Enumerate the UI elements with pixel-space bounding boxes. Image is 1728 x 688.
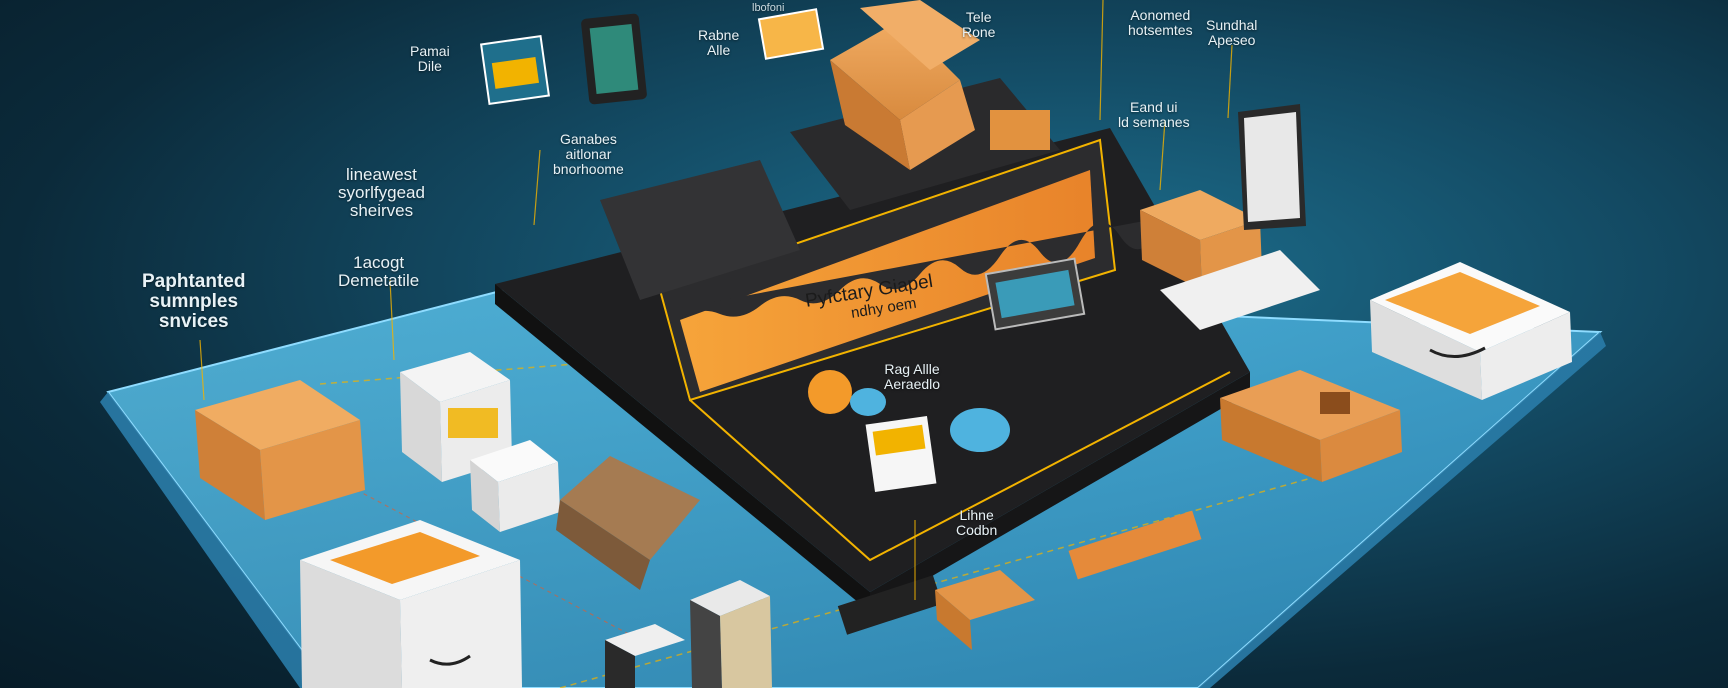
- label-rag-line2: Aeraedlo: [884, 376, 941, 392]
- label-lihne: Lihne Codbn: [956, 508, 997, 538]
- label-sundhal-line1: Sundhal: [1206, 17, 1258, 33]
- label-aonomed-line2: hotsemtes: [1128, 22, 1193, 38]
- label-sundhal: Sundhal Apeseo: [1206, 18, 1257, 48]
- label-rag-allle: Rag Allle Aeraedlo: [884, 362, 940, 392]
- label-rabne: Rabne Alle: [698, 28, 739, 58]
- label-sundhal-line2: Apeseo: [1207, 32, 1256, 48]
- label-eand-line1: Eand ui: [1130, 99, 1178, 115]
- label-tele-line1: Tele: [965, 9, 992, 25]
- small-boxes-bottom: [605, 580, 772, 688]
- label-pamai-line1: Pamai: [410, 43, 450, 59]
- label-rag-line1: Rag Allle: [884, 361, 940, 377]
- label-pamai: Pamai Dile: [410, 44, 450, 74]
- label-1acogt-line1: 1acogt: [353, 253, 405, 272]
- label-ganabes: Ganabes aitlonar bnorhoome: [553, 132, 624, 177]
- label-ganabes-line3: bnorhoome: [553, 161, 624, 177]
- label-ganabes-line2: aitlonar: [565, 146, 612, 162]
- box-stack-top: [830, 0, 1050, 170]
- label-eand-line2: ld semanes: [1118, 114, 1190, 130]
- label-pamai-line2: Dile: [417, 58, 442, 74]
- label-lihne-line1: Lihne: [959, 507, 994, 523]
- box-stack-right: [1140, 190, 1320, 330]
- label-1acogt: 1acogt Demetatile: [338, 254, 419, 290]
- label-1acogt-line2: Demetatile: [338, 271, 420, 290]
- label-lineawest: lineawest syorlfygead sheirves: [338, 166, 425, 220]
- label-paphtanted-line3: snvices: [158, 311, 229, 332]
- tilted-box: [556, 456, 700, 590]
- label-eand: Eand ui ld semanes: [1118, 100, 1190, 130]
- open-box-right: [1220, 370, 1402, 482]
- label-rabne-line1: Rabne: [698, 27, 740, 43]
- amazon-box-bottom-left: [300, 520, 522, 688]
- product-cards: [479, 8, 1202, 650]
- label-ganabes-line1: Ganabes: [560, 131, 617, 147]
- label-paphtanted: Paphtanted sumnples snvices: [142, 272, 245, 332]
- cardboard-cluster-left: [195, 380, 365, 520]
- tablet-device: [1238, 104, 1306, 230]
- label-paphtanted-line2: sumnples: [149, 291, 239, 312]
- label-tele-line2: Rone: [962, 24, 996, 40]
- amazon-box-right: [1370, 262, 1572, 400]
- connector-lines: [199, 0, 1233, 600]
- label-paphtanted-line1: Paphtanted: [142, 271, 246, 292]
- central-stage: [495, 78, 1250, 612]
- label-lineawest-line3: sheirves: [349, 201, 414, 220]
- label-lihne-line2: Codbn: [956, 522, 998, 538]
- label-aonomed: Aonomed hotsemtes: [1128, 8, 1193, 38]
- white-box-left: [400, 352, 560, 532]
- label-lineawest-line2: syorlfygead: [338, 183, 425, 202]
- label-tele: Tele Rone: [962, 10, 995, 40]
- label-lineawest-line1: lineawest: [346, 165, 417, 184]
- label-rabne-line2: Alle: [706, 42, 731, 58]
- label-aonomed-line1: Aonomed: [1130, 7, 1191, 23]
- label-lbofoni: lbofoni: [752, 2, 785, 14]
